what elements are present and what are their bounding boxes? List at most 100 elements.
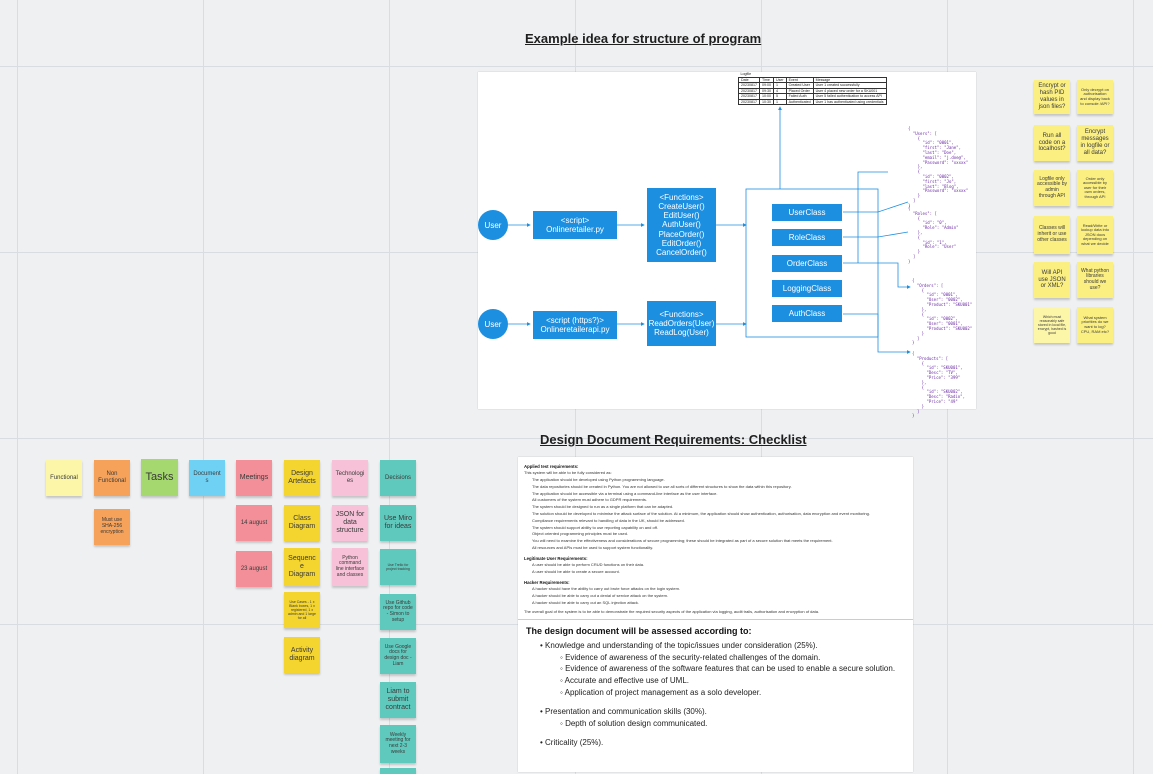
- logfile-cell: 20230817: [738, 87, 760, 94]
- decision-item[interactable]: Weekly meeting for next 2-3 weeks: [380, 725, 416, 763]
- logfile-cell: Created User: [785, 82, 814, 89]
- criterion-text: Evidence of awareness of the software fe…: [565, 664, 896, 674]
- doc-bullet: The system should be designed to run as …: [532, 504, 674, 510]
- user-node-top[interactable]: User: [478, 210, 508, 240]
- logfile-cell: Placed Order: [785, 87, 814, 94]
- decision-item[interactable]: Use Trello for project tracking: [380, 549, 416, 585]
- question-sticky[interactable]: Only decrypt on authorisation and displa…: [1077, 80, 1113, 114]
- script-box-top[interactable]: <script> Onlineretailer.py: [533, 211, 617, 239]
- meeting-item[interactable]: 23 august: [236, 551, 272, 587]
- question-sticky[interactable]: Which must reasonably safe stored in loc…: [1034, 307, 1070, 343]
- function-label: CreateUser(): [658, 202, 705, 212]
- diagram-connectors: [508, 106, 911, 354]
- assessed-title: The design document will be assessed acc…: [526, 626, 752, 637]
- kanban-header-technologies[interactable]: Technologies: [332, 460, 368, 496]
- json-roles-block: { "Roles": [ { "id": "0", "Role": "Admin…: [908, 206, 959, 264]
- question-sticky[interactable]: Read/Write or lookup data into JSON docs…: [1077, 216, 1113, 254]
- script-box-bottom[interactable]: <script (https?)> Onlineretailerapi.py: [533, 311, 617, 339]
- function-label: EditUser(): [663, 211, 700, 221]
- kanban-header-meetings[interactable]: Meetings: [236, 460, 272, 496]
- design-item[interactable]: Activity diagram: [284, 637, 320, 673]
- criterion-text: Evidence of awareness of the security-re…: [565, 652, 821, 662]
- question-sticky[interactable]: Logfile only accessible by admin through…: [1034, 170, 1070, 206]
- criterion-item: • Presentation and communication skills …: [540, 707, 707, 717]
- question-sticky[interactable]: Encrypt messages in logfile or all data?: [1077, 125, 1113, 161]
- criterion-text: Criticality (25%).: [545, 738, 604, 748]
- kanban-header-non-functional[interactable]: Non Functional: [94, 460, 130, 496]
- technology-item[interactable]: Python command line interface and classe…: [332, 548, 368, 586]
- logfile-row: 20230817 09:00 1 Created User User 1 cre…: [738, 82, 887, 89]
- class-box-auth[interactable]: AuthClass: [772, 305, 842, 322]
- class-box-logging[interactable]: LoggingClass: [772, 280, 842, 297]
- function-label: EditOrder(): [661, 238, 702, 248]
- question-sticky[interactable]: Will API use JSON or XML?: [1034, 262, 1070, 298]
- doc-bullet: All customers of the system must adhere …: [532, 497, 647, 503]
- function-label: AuthUser(): [662, 220, 701, 230]
- doc-bullet: A user should be able to perform CRUD fu…: [532, 562, 645, 568]
- question-sticky[interactable]: Run all code on a localhost?: [1034, 125, 1070, 161]
- decision-item[interactable]: Use Miro for ideas: [380, 505, 416, 541]
- logfile-title: Logfile: [740, 72, 752, 77]
- criterion-item: ◦ Accurate and effective use of UML.: [560, 676, 689, 686]
- kanban-header-tasks[interactable]: Tasks: [141, 459, 178, 496]
- question-sticky[interactable]: What system priorities do we want to log…: [1077, 307, 1113, 343]
- kanban-header-documents[interactable]: Documents: [189, 460, 225, 496]
- user-node-bottom[interactable]: User: [478, 309, 508, 339]
- json-users-block: { "Users": [ { "id": "0001", "first": "J…: [908, 126, 969, 208]
- class-box-user[interactable]: UserClass: [772, 204, 842, 221]
- class-box-role[interactable]: RoleClass: [772, 229, 842, 246]
- kanban-header-design-artefacts[interactable]: Design Artefacts: [284, 460, 320, 496]
- doc-bullet: Compliance requirements relevant to hand…: [532, 517, 685, 523]
- doc-bullet: The solution should be developed to mini…: [532, 511, 870, 517]
- requirements-document[interactable]: Applied test requirements: This system w…: [518, 457, 913, 772]
- doc-bullet: The system should support ability to use…: [532, 524, 658, 530]
- doc-bullet: All resources and APIs must be used to s…: [532, 545, 654, 551]
- doc-bullet: The data repositories should be created …: [532, 483, 792, 489]
- question-sticky[interactable]: Encrypt or hash PID values in json files…: [1034, 80, 1070, 114]
- question-sticky[interactable]: What python libraries should we use?: [1077, 262, 1113, 298]
- decision-item[interactable]: Use Github repo for code - Simon to setu…: [380, 594, 416, 630]
- doc-hacker-title: Hacker Requirements:: [524, 579, 570, 585]
- technology-item[interactable]: JSON for data structure: [332, 505, 368, 541]
- decision-item[interactable]: Use Google docs for design doc - Liam: [380, 638, 416, 674]
- kanban-header-functional[interactable]: Functional: [46, 460, 82, 496]
- question-sticky[interactable]: Order only accessible by user for their …: [1077, 170, 1113, 206]
- doc-bullet: The application should be accessible via…: [532, 490, 718, 496]
- script-box-line: <script>: [560, 215, 590, 225]
- logfile-cell: 20230817: [738, 98, 760, 105]
- decision-item[interactable]: Liam to submit contract: [380, 682, 416, 718]
- logfile-cell: 20230817: [738, 82, 760, 89]
- criterion-text: Accurate and effective use of UML.: [564, 676, 689, 686]
- logfile-cell: Authenticated: [785, 98, 814, 105]
- decision-item[interactable]: [380, 768, 416, 774]
- logfile-row: 20230817 09:30 4 Placed Order User 4 pla…: [738, 87, 887, 94]
- logfile-cell: 10:00: [759, 93, 774, 100]
- json-products-block: { "Products": [ { "id": "SKU001", "Desc"…: [912, 351, 965, 419]
- function-label: CancelOrder(): [656, 247, 707, 257]
- logfile-cell: 09:00: [759, 82, 774, 89]
- criterion-text: Knowledge and understanding of the topic…: [545, 641, 818, 651]
- doc-bullet: The application should be developed usin…: [532, 477, 665, 483]
- logfile-col-header: Time: [759, 76, 774, 83]
- criterion-item: ◦ Depth of solution design communicated.: [560, 718, 708, 728]
- design-item[interactable]: Class Diagram: [284, 505, 320, 541]
- class-box-order[interactable]: OrderClass: [772, 255, 842, 272]
- functions-box-top[interactable]: <Functions> CreateUser() EditUser() Auth…: [647, 188, 716, 262]
- criterion-item: ◦ Evidence of awareness of the security-…: [560, 652, 821, 662]
- logfile-cell: 10:30: [759, 98, 774, 105]
- logfile-cell: User 5 failed authentication to access A…: [812, 93, 887, 100]
- meeting-item[interactable]: 14 august: [236, 505, 272, 541]
- design-item[interactable]: Sequence Diagram: [284, 548, 320, 586]
- function-label: ReadLog(User): [654, 328, 709, 338]
- non-functional-item[interactable]: Must use SHA-256 encryption: [94, 509, 130, 545]
- architecture-diagram[interactable]: Logfile Date Time User Event Message 202…: [478, 72, 976, 418]
- functions-box-bottom[interactable]: <Functions> ReadOrders(User) ReadLog(Use…: [647, 301, 716, 346]
- question-sticky[interactable]: Classes will inherit or use other classe…: [1034, 216, 1070, 254]
- doc-bullet: A hacker should be able to carry out a d…: [532, 592, 669, 598]
- design-item[interactable]: Use Cases - 1 x Blank boxes, 1 x registe…: [284, 592, 320, 628]
- logfile-table: Logfile Date Time User Event Message 202…: [738, 72, 887, 105]
- kanban-header-decisions[interactable]: Decisions: [380, 460, 416, 496]
- function-label: <Functions>: [659, 309, 704, 319]
- logfile-cell: 20230817: [738, 93, 760, 100]
- logfile-cell: Failed Auth: [785, 93, 814, 100]
